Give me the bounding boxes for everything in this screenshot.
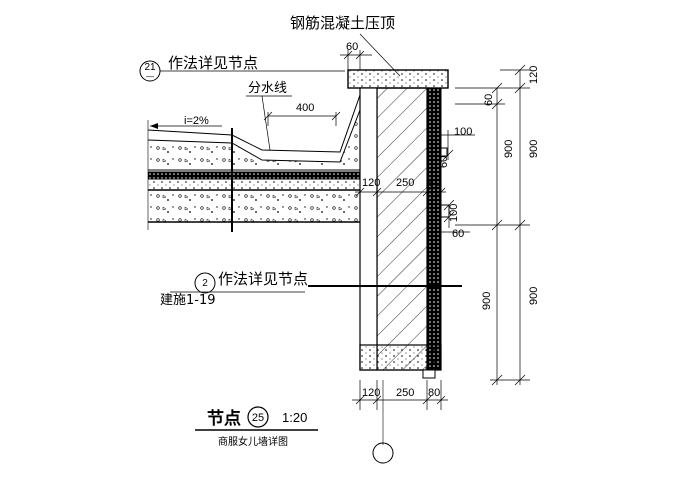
dim-80-bot: 80 [428,387,440,399]
ref-circle-2 [194,272,216,294]
coping-label: 钢筋混凝土压顶 [290,14,395,32]
cut-lines [231,128,462,287]
dim-80-mid: 80 [428,177,440,189]
dim-900-lower: 900 [528,287,540,305]
dim-60-b: 60 [438,156,450,168]
ref-detail-top-label: 作法详见节点 [168,54,258,72]
parapet-wall [347,69,450,464]
dim-120-bot: 120 [362,387,380,399]
mid-dimensions: 120 250 80 [355,177,446,197]
ref-circle-21-number: 21 [144,62,156,73]
annotations: 钢筋混凝土压顶 21 — 作法详见节点 分水线 i=2% 400 2 作法详见节… [139,14,401,308]
dim-900-upper-inner: 900 [503,140,515,158]
dim-250-bot: 250 [396,387,414,399]
dim-100-b: 100 [448,204,460,222]
scale-label: 1:20 [282,410,307,425]
title-block: 节点 25 1:20 商服女儿墙详图 [195,406,318,448]
dim-900-upper: 900 [528,140,540,158]
ref-circle-2-number: 2 [202,278,208,289]
dim-60-c: 60 [452,228,464,240]
dim-400: 400 [296,102,314,114]
slope-label: i=2% [184,115,209,127]
dim-60-right: 60 [483,94,495,106]
ref-circle-21-sub: — [146,72,154,81]
ref-sheet-label: 建施1-19 [160,293,216,308]
bottom-dimensions: 120 250 80 [352,380,448,410]
dim-60-top: 60 [346,41,358,53]
right-dimensions: 120 900 900 60 900 900 100 60 100 60 [438,64,540,386]
node-number-circle [247,406,269,428]
dim-250-mid: 250 [396,177,414,189]
dim-900-lower-b: 900 [481,292,493,310]
dim-120-right: 120 [528,66,540,84]
roof-slab [147,94,361,230]
top-dimensions: 60 [340,41,372,70]
caption: 商服女儿墙详图 [218,435,288,448]
divide-line-label: 分水线 [248,81,287,96]
node-title: 节点 [207,408,241,429]
dim-100-a: 100 [454,126,472,138]
dim-120-mid: 120 [362,177,380,189]
node-number: 25 [252,412,264,424]
ref-detail-mid-label: 作法详见节点 [218,270,308,288]
